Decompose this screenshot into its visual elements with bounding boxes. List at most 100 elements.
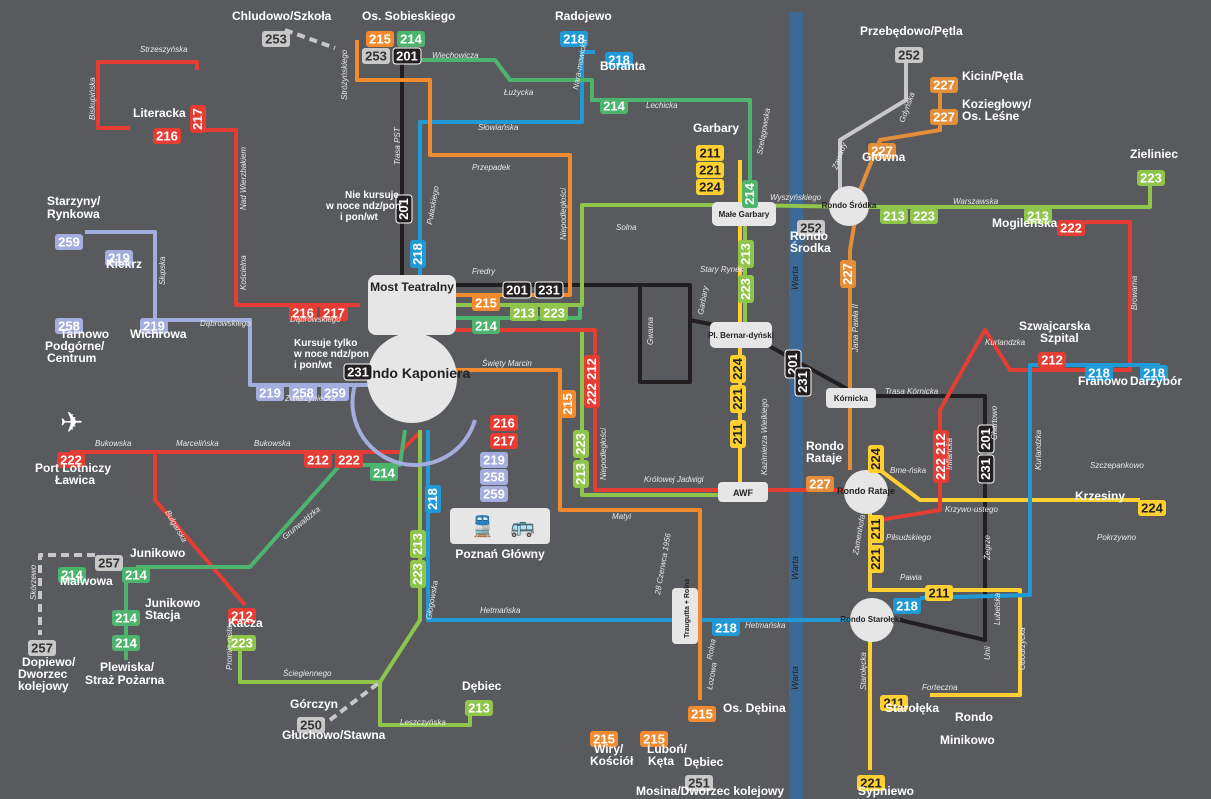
route-badge-214[interactable]: 214 [122,567,150,583]
hub-rondo-srodka[interactable]: Rondo Śródka [822,186,877,226]
route-badge-224[interactable]: 224 [868,445,884,473]
route-badge-213[interactable]: 213 [465,700,493,716]
route-badge-223[interactable]: 223 [540,305,568,321]
route-badge-212[interactable]: 212 [228,608,256,624]
route-badge-215[interactable]: 215 [560,390,576,418]
route-badge-211[interactable]: 211 [925,585,953,601]
route-badge-217[interactable]: 217 [320,305,348,321]
route-badge-212[interactable]: 212 [933,430,949,458]
route-badge-201[interactable]: 201 [977,424,995,454]
route-badge-216[interactable]: 216 [289,305,317,321]
route-badge-219[interactable]: 219 [105,250,133,266]
route-badge-221[interactable]: 221 [730,385,746,413]
route-badge-217[interactable]: 217 [190,105,206,133]
route-badge-222[interactable]: 222 [933,455,949,483]
route-badge-222[interactable]: 222 [584,380,600,408]
route-badge-223[interactable]: 223 [573,430,589,458]
route-badge-213[interactable]: 213 [410,530,426,558]
route-badge-214[interactable]: 214 [397,31,425,47]
route-badge-231[interactable]: 231 [794,367,812,397]
route-badge-231[interactable]: 231 [343,363,373,381]
route-badge-214[interactable]: 214 [472,318,500,334]
route-badge-215[interactable]: 215 [640,731,668,747]
route-badge-219[interactable]: 219 [480,452,508,468]
route-badge-218[interactable]: 218 [712,620,740,636]
route-badge-213[interactable]: 213 [880,208,908,224]
route-badge-218[interactable]: 218 [893,598,921,614]
route-badge-201[interactable]: 201 [392,47,422,65]
route-badge-219[interactable]: 219 [256,385,284,401]
route-badge-215[interactable]: 215 [366,31,394,47]
route-badge-257[interactable]: 257 [28,640,56,656]
route-badge-216[interactable]: 216 [490,415,518,431]
route-badge-211[interactable]: 211 [730,420,746,448]
route-badge-214[interactable]: 214 [58,567,86,583]
hub-rondo-kaponiera[interactable]: Rondo Kaponiera [354,333,471,423]
route-badge-215[interactable]: 215 [590,731,618,747]
route-badge-213[interactable]: 213 [573,460,589,488]
route-badge-214[interactable]: 214 [370,465,398,481]
route-badge-218[interactable]: 218 [560,31,588,47]
route-badge-227[interactable]: 227 [806,476,834,492]
route-badge-250[interactable]: 250 [297,717,325,733]
route-badge-259[interactable]: 259 [321,385,349,401]
route-badge-213[interactable]: 213 [1024,208,1052,224]
route-badge-201[interactable]: 201 [395,194,413,224]
route-badge-211[interactable]: 211 [868,515,884,543]
route-badge-227[interactable]: 227 [840,260,856,288]
route-badge-259[interactable]: 259 [480,486,508,502]
route-badge-214[interactable]: 214 [742,180,758,208]
route-badge-259[interactable]: 259 [55,234,83,250]
route-badge-251[interactable]: 251 [685,775,713,791]
route-badge-223[interactable]: 223 [1137,170,1165,186]
route-badge-252[interactable]: 252 [797,220,825,236]
route-badge-212[interactable]: 212 [1038,352,1066,368]
route-badge-218[interactable]: 218 [425,485,441,513]
route-badge-257[interactable]: 257 [95,555,123,571]
route-badge-214[interactable]: 214 [600,98,628,114]
route-badge-215[interactable]: 215 [688,706,716,722]
hub-most-teatralny[interactable]: Most Teatralny [368,275,456,335]
route-badge-223[interactable]: 223 [910,208,938,224]
hub-rondo-rataje[interactable]: Rondo Rataje [837,470,895,514]
route-badge-222[interactable]: 222 [57,452,85,468]
route-badge-221[interactable]: 221 [696,162,724,178]
route-badge-221[interactable]: 221 [868,545,884,573]
route-badge-211[interactable]: 211 [880,695,908,711]
route-badge-231[interactable]: 231 [977,454,995,484]
route-badge-223[interactable]: 223 [228,635,256,651]
route-badge-227[interactable]: 227 [930,77,958,93]
route-badge-218[interactable]: 218 [1085,365,1113,381]
hub-poznan-glowny[interactable]: 🚆 🚌 Poznań Główny [450,508,550,561]
route-badge-216[interactable]: 216 [153,128,181,144]
route-badge-211[interactable]: 211 [696,145,724,161]
route-badge-214[interactable]: 214 [112,610,140,626]
hub-kornicka[interactable]: Kórnicka [826,388,876,408]
route-badge-258[interactable]: 258 [480,469,508,485]
route-badge-217[interactable]: 217 [490,433,518,449]
route-badge-213[interactable]: 213 [510,305,538,321]
route-badge-218[interactable]: 218 [410,240,426,268]
route-badge-221[interactable]: 221 [857,775,885,791]
route-badge-224[interactable]: 224 [730,355,746,383]
route-badge-227[interactable]: 227 [930,109,958,125]
hub-rondo-staroleka[interactable]: Rondo Starołęka [840,598,904,642]
route-badge-224[interactable]: 224 [1138,500,1166,516]
route-badge-218[interactable]: 218 [605,52,633,68]
hub-awf[interactable]: AWF [718,482,768,502]
route-badge-223[interactable]: 223 [410,560,426,588]
route-badge-218[interactable]: 218 [1140,365,1168,381]
route-badge-252[interactable]: 252 [895,47,923,63]
route-badge-214[interactable]: 214 [112,635,140,651]
route-badge-212[interactable]: 212 [584,355,600,383]
route-badge-213[interactable]: 213 [738,240,754,268]
route-badge-212[interactable]: 212 [304,452,332,468]
route-badge-224[interactable]: 224 [696,179,724,195]
route-badge-222[interactable]: 222 [335,452,363,468]
hub-traugutta[interactable]: Traugutta + Rolna [672,579,698,644]
route-badge-219[interactable]: 219 [140,318,168,334]
route-badge-253[interactable]: 253 [362,48,390,64]
route-badge-223[interactable]: 223 [738,275,754,303]
route-badge-253[interactable]: 253 [262,31,290,47]
route-badge-222[interactable]: 222 [1057,220,1085,236]
